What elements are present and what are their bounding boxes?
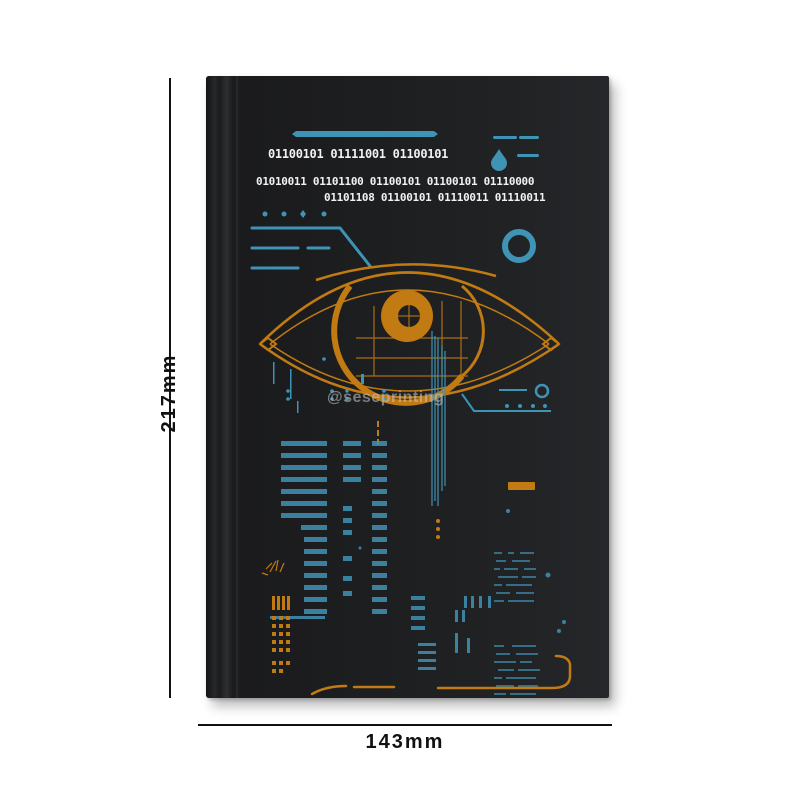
right-circuit-decoration — [461, 383, 551, 412]
spark-icon — [261, 559, 285, 576]
binary-text-line-3: 01101108 01100101 01110011 01110011 — [324, 191, 546, 204]
spine-hinge — [236, 76, 238, 698]
binary-text-line-1: 01100101 01111001 01100101 — [268, 147, 449, 161]
left-small-decoration — [273, 357, 386, 413]
vertical-light-streaks — [431, 331, 446, 506]
left-circuit-decoration — [250, 210, 372, 270]
book-spine — [206, 76, 240, 698]
gold-building — [272, 482, 535, 673]
cover-artwork — [250, 131, 572, 696]
binary-text-line-2: 01010011 01101100 01100101 01100101 0111… — [256, 175, 535, 188]
droplet-icon — [491, 136, 539, 171]
height-dimension-label: 217mm — [158, 353, 180, 433]
height-dimension-line — [169, 78, 171, 698]
pupil — [381, 290, 433, 342]
eye-illustration — [258, 263, 561, 406]
watermark: @seseprinting — [327, 389, 445, 406]
ring-icon — [502, 229, 536, 263]
width-dimension-line — [198, 724, 612, 726]
width-dimension-label: 143mm — [365, 731, 445, 753]
city-skyline — [270, 441, 566, 695]
notebook-cover: 01100101 01111001 01100101 01010011 0110… — [206, 76, 609, 698]
gold-circuit-lines — [310, 654, 572, 696]
top-bar-decoration — [292, 131, 438, 137]
